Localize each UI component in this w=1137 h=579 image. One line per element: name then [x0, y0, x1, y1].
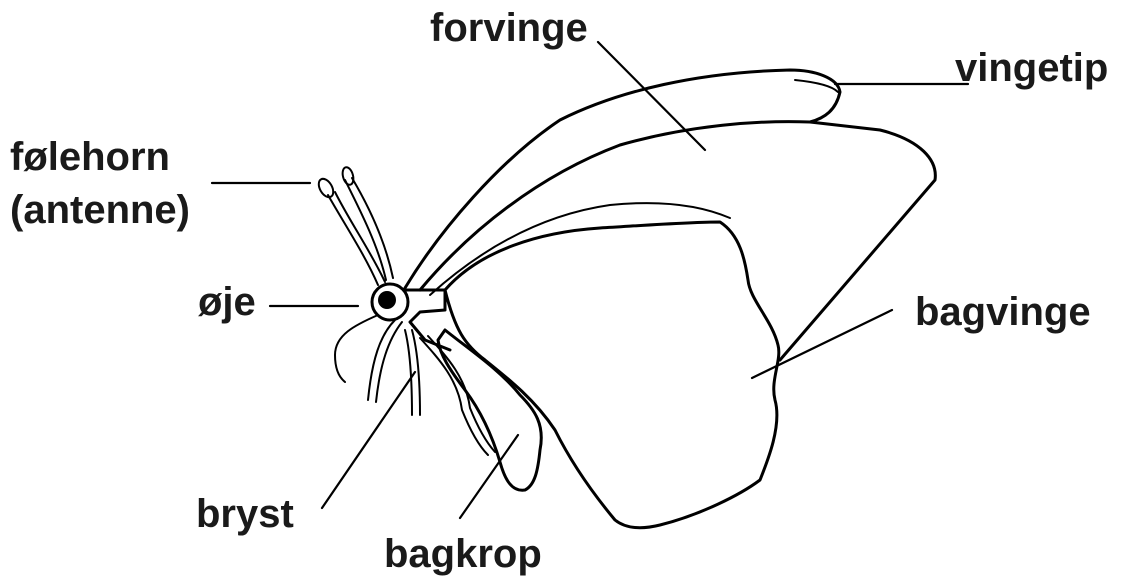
eye-pupil [378, 291, 396, 309]
label-antenna-line2: (antenne) [10, 190, 190, 230]
label-hindwing: bagvinge [915, 292, 1091, 332]
label-thorax: bryst [196, 494, 294, 534]
label-wingtip: vingetip [955, 48, 1108, 88]
antenna-left [328, 192, 385, 285]
leader-forewing [598, 42, 705, 150]
thorax-outline [405, 290, 450, 350]
leg-middle [405, 330, 420, 415]
leader-abdomen [460, 435, 518, 518]
label-antenna-line1: følehorn [10, 137, 170, 177]
label-abdomen: bagkrop [384, 534, 542, 574]
wingtip-fold [795, 80, 838, 92]
antenna-club-right [341, 166, 355, 186]
label-eye: øje [198, 282, 256, 322]
hindwing-outline [445, 222, 779, 528]
forewing-vein [430, 203, 730, 295]
label-forewing: forvinge [430, 8, 588, 48]
abdomen-outline [438, 330, 541, 490]
antenna-club-left [316, 176, 336, 199]
leader-hindwing [752, 310, 892, 378]
leg-back [420, 336, 495, 455]
forewing-inner-edge [420, 122, 810, 290]
leg-front [368, 320, 402, 402]
